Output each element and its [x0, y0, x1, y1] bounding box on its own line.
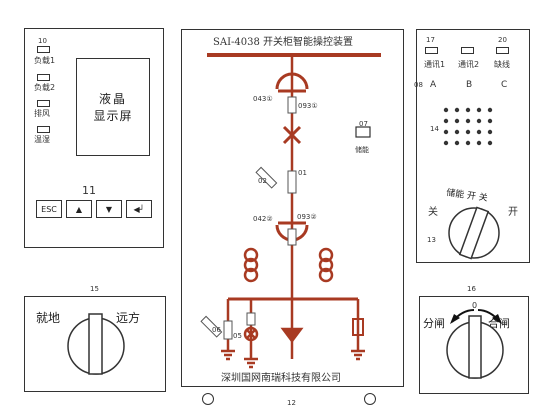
- led-phase-missing-label: 缺线: [494, 60, 510, 69]
- single-line-diagram: [200, 53, 381, 369]
- led-load2-label: 负载2: [34, 83, 56, 92]
- led-comm2: [461, 47, 474, 54]
- energy-selector-knob[interactable]: [444, 205, 504, 260]
- speaker-hole: [443, 129, 449, 135]
- speaker-hole: [465, 140, 471, 146]
- esc-button[interactable]: ESC: [36, 200, 62, 218]
- open-label: 分闸: [423, 317, 445, 330]
- qs2-label: 042②: [253, 215, 273, 223]
- local-label: 就地: [36, 311, 61, 325]
- mount-hole-right: [364, 393, 376, 405]
- led-comm1-label: 通讯1: [424, 60, 446, 69]
- qf1-label: 093①: [298, 102, 318, 110]
- led-humidity: [37, 126, 50, 133]
- speaker-hole: [454, 140, 460, 146]
- selector-right-label: 开: [508, 207, 518, 218]
- speaker-hole: [487, 140, 493, 146]
- local-remote-number: 15: [90, 285, 99, 293]
- mount-hole-left: [202, 393, 214, 405]
- phase-num: 08: [414, 81, 423, 89]
- speaker-hole: [465, 129, 471, 135]
- led-load1: [37, 46, 50, 53]
- speaker-hole: [465, 118, 471, 124]
- keypad-number: 11: [82, 184, 96, 197]
- speaker-hole: [443, 118, 449, 124]
- k01-label: 01: [298, 169, 307, 177]
- open-close-number: 16: [467, 285, 476, 293]
- led-comm1: [425, 47, 438, 54]
- center-title: SAI-4038 开关柜智能操控装置: [213, 37, 354, 48]
- storage-indicator-num: 07: [359, 120, 368, 128]
- led-phase-missing: [496, 47, 509, 54]
- frame-number: 12: [287, 399, 296, 407]
- speaker-hole: [443, 107, 449, 113]
- enter-button[interactable]: ◀┘: [126, 200, 152, 218]
- center-panel: [181, 29, 404, 387]
- led-comm2-label: 通讯2: [458, 60, 480, 69]
- led-group-number: 10: [38, 37, 47, 45]
- qf2-label: 093②: [297, 213, 317, 221]
- phase-b: B: [466, 80, 473, 90]
- lcd-display: 液晶 显示屏: [76, 58, 150, 156]
- open-close-knob[interactable]: [440, 300, 512, 380]
- speaker-hole: [465, 107, 471, 113]
- speaker-hole: [487, 129, 493, 135]
- speaker-number: 14: [430, 125, 439, 133]
- bottom-left-panel: [24, 296, 166, 392]
- left-panel: [24, 28, 164, 248]
- speaker-hole: [443, 140, 449, 146]
- led-load2: [37, 74, 50, 81]
- led-humidity-label: 温湿: [34, 135, 50, 144]
- local-remote-knob[interactable]: [64, 312, 128, 376]
- speaker-hole: [487, 107, 493, 113]
- down-button[interactable]: ▼: [96, 200, 122, 218]
- speaker-grille-icon: [443, 107, 493, 146]
- remote-label: 远方: [116, 311, 141, 325]
- speaker-hole: [476, 118, 482, 124]
- fu-label: 02: [258, 177, 267, 185]
- zero-position-label: 0: [472, 301, 478, 310]
- up-button[interactable]: ▲: [66, 200, 92, 218]
- phase-c: C: [501, 80, 508, 90]
- led-exhaust-label: 排风: [34, 109, 50, 118]
- phase-missing-num: 20: [498, 36, 507, 44]
- lcd-text-line2: 显示屏: [93, 109, 133, 123]
- right-top-panel: [416, 29, 530, 263]
- speaker-hole: [476, 140, 482, 146]
- speaker-hole: [454, 107, 460, 113]
- speaker-hole: [476, 107, 482, 113]
- led-load1-label: 负载1: [34, 56, 56, 65]
- close-label: 合闸: [488, 317, 510, 330]
- storage-indicator-label: 储能: [355, 146, 369, 154]
- speaker-hole: [454, 118, 460, 124]
- led-exhaust: [37, 100, 50, 107]
- company-name: 深圳国网南瑞科技有限公司: [221, 373, 341, 384]
- qs1-label: 043①: [253, 95, 273, 103]
- lcd-text-line1: 液晶: [98, 92, 127, 106]
- phase-a: A: [430, 80, 437, 90]
- bottom-fuse-label: 06: [212, 326, 221, 334]
- speaker-hole: [454, 129, 460, 135]
- comm1-num: 17: [426, 36, 435, 44]
- selector-left-label: 关: [428, 207, 438, 218]
- speaker-hole: [487, 118, 493, 124]
- speaker-hole: [476, 129, 482, 135]
- selector-number: 13: [427, 236, 436, 244]
- bottom-right-panel: [419, 296, 529, 394]
- bottom-switch-label: 05: [233, 332, 242, 340]
